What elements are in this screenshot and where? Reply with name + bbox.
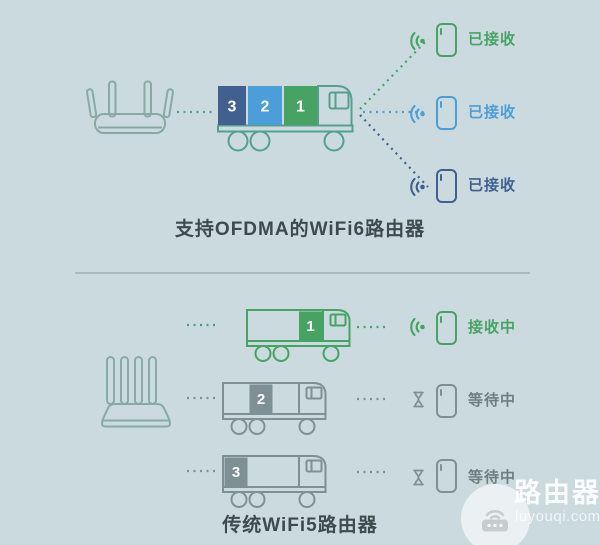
truck-cab bbox=[317, 85, 353, 126]
phone-camera bbox=[440, 101, 442, 108]
status-label: 已接收 bbox=[468, 31, 517, 48]
phone-camera bbox=[440, 28, 442, 35]
status-label: 已接收 bbox=[468, 104, 517, 121]
truck-wheel bbox=[323, 130, 345, 152]
truck-wheel bbox=[322, 345, 340, 362]
phone-device bbox=[436, 96, 457, 130]
box-number: 2 bbox=[261, 99, 270, 116]
box-number: 1 bbox=[296, 99, 305, 116]
watermark: 路由器 luyouqi.com bbox=[461, 478, 600, 545]
box-number: 3 bbox=[232, 464, 240, 481]
hourglass-icon bbox=[413, 391, 424, 408]
status-label: 等待中 bbox=[468, 469, 517, 486]
phone-camera bbox=[440, 464, 442, 471]
router-icon bbox=[482, 510, 508, 532]
wifi5-truck-row2: 2 bbox=[222, 382, 327, 435]
cargo-box-3 bbox=[224, 457, 248, 486]
box-number: 2 bbox=[257, 391, 265, 408]
router-antenna bbox=[108, 80, 117, 118]
router-antenna bbox=[106, 356, 115, 405]
cargo-box-1 bbox=[299, 311, 322, 340]
status-label: 等待中 bbox=[468, 392, 517, 409]
hourglass-icon bbox=[413, 469, 424, 486]
phone-camera bbox=[440, 389, 442, 396]
router-antenna bbox=[162, 88, 174, 119]
truck-cab bbox=[322, 309, 351, 341]
wifi-signal-icon bbox=[410, 31, 425, 51]
router-body bbox=[100, 403, 172, 428]
wifi6-caption: 支持OFDMA的WiFi6路由器 bbox=[174, 219, 426, 240]
truck-chassis bbox=[222, 486, 327, 493]
truck-wheel bbox=[272, 345, 290, 362]
phone-camera bbox=[440, 316, 442, 323]
status-label: 接收中 bbox=[468, 319, 517, 336]
truck-wheel bbox=[230, 418, 248, 435]
wifi-signal-icon bbox=[410, 104, 425, 124]
truck-cab-window bbox=[328, 91, 350, 110]
router-antenna bbox=[86, 88, 98, 119]
wifi5-truck-row3: 3 bbox=[222, 455, 327, 508]
phone-device bbox=[436, 384, 457, 418]
wifi5-truck-row1: 1 bbox=[246, 309, 351, 362]
wifi5-caption: 传统WiFi5路由器 bbox=[222, 515, 378, 536]
truck-chassis bbox=[222, 413, 327, 420]
watermark-domain: luyouqi.com bbox=[515, 508, 600, 525]
truck-wheel bbox=[248, 491, 266, 508]
truck-wheel bbox=[227, 130, 249, 152]
watermark-circle bbox=[461, 484, 530, 545]
router-antenna bbox=[148, 356, 157, 405]
phone-device bbox=[436, 459, 457, 493]
truck-wheel bbox=[248, 418, 266, 435]
router-body bbox=[94, 113, 166, 134]
router-antenna bbox=[143, 80, 152, 118]
truck-wheel bbox=[254, 345, 272, 362]
cargo-box-2 bbox=[249, 384, 273, 413]
wifi-signal-icon bbox=[410, 317, 425, 337]
section-divider bbox=[75, 272, 530, 274]
box-number: 1 bbox=[306, 318, 314, 335]
cargo-box-2: 2 bbox=[248, 86, 282, 125]
wifi5-router bbox=[100, 356, 172, 428]
watermark-brand: 路由器 bbox=[514, 478, 600, 508]
truck-wheel bbox=[249, 130, 271, 152]
truck-wheel bbox=[298, 491, 316, 508]
truck-chassis bbox=[246, 340, 351, 347]
router-antenna bbox=[120, 356, 129, 405]
phone-device bbox=[436, 169, 457, 203]
cargo-box-1: 1 bbox=[284, 86, 317, 125]
phone-device bbox=[436, 23, 457, 57]
phone-camera bbox=[440, 174, 442, 181]
status-label: 已接收 bbox=[468, 177, 517, 194]
truck-cab-window bbox=[305, 459, 323, 473]
wifi6-truck: 3 2 1 bbox=[217, 85, 354, 152]
truck-cab bbox=[298, 455, 327, 487]
truck-cab-window bbox=[305, 386, 323, 400]
box-number: 3 bbox=[228, 99, 237, 116]
truck-wheel bbox=[230, 491, 248, 508]
wifi6-router bbox=[86, 80, 174, 134]
truck-wheel bbox=[298, 418, 316, 435]
cargo-box-3: 3 bbox=[218, 86, 246, 125]
phone-device bbox=[436, 311, 457, 345]
router-antenna bbox=[134, 356, 143, 405]
wifi-signal-icon bbox=[410, 177, 425, 197]
truck-chassis bbox=[217, 124, 354, 133]
truck-cab bbox=[298, 382, 327, 414]
truck-cab-window bbox=[329, 313, 347, 327]
